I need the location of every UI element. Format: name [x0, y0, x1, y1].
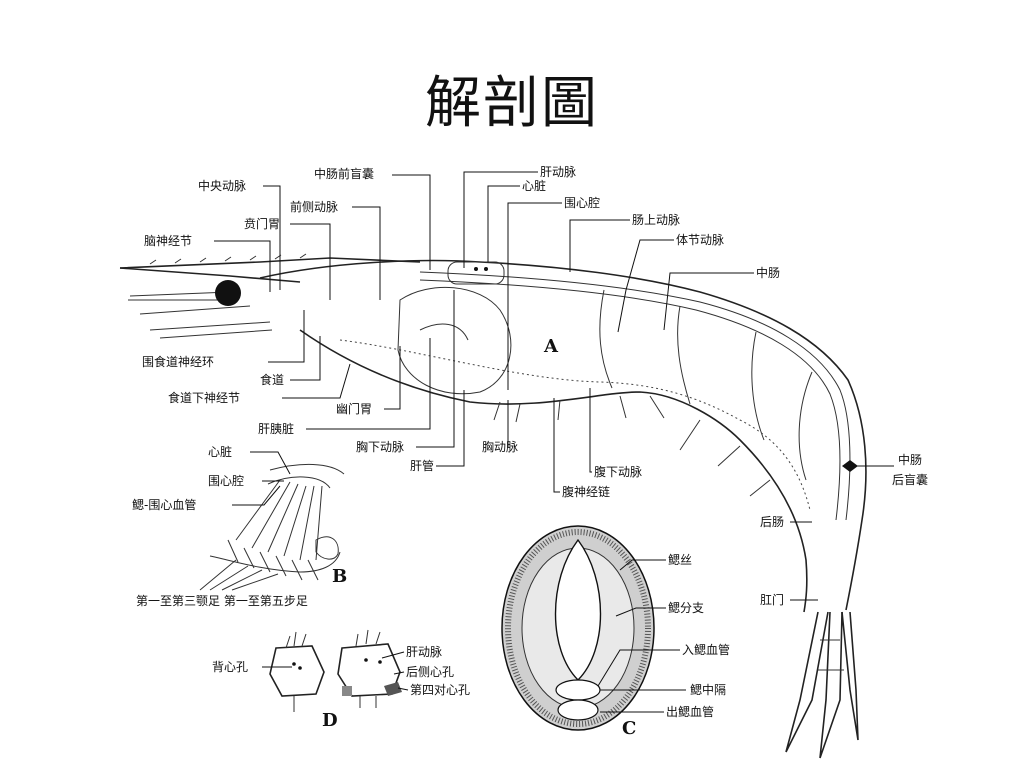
label-posterior-midgut-caecum-1: 中肠 [898, 452, 922, 467]
label-midgut: 中肠 [756, 265, 780, 280]
label-d-hepatic-artery: 肝动脉 [406, 644, 442, 659]
label-hepatic-artery: 肝动脉 [540, 164, 576, 179]
label-heart: 心脏 [522, 178, 546, 193]
eye-icon [215, 280, 241, 306]
label-ventral-nerve-cord: 腹神经链 [562, 484, 610, 499]
label-posterior-midgut-caecum-2: 后盲囊 [892, 472, 928, 487]
label-esophagus: 食道 [260, 372, 284, 387]
label-pericardial-cavity: 围心腔 [564, 195, 600, 210]
label-thoracic-artery: 胸动脉 [482, 439, 518, 454]
panel-label-d: D [322, 710, 338, 731]
label-b-pericardial-cavity: 围心腔 [208, 473, 244, 488]
label-cerebral-ganglion: 脑神经节 [144, 234, 192, 248]
label-supraintestinal-artery: 肠上动脉 [632, 212, 680, 227]
leader-d-fourth-pair [397, 687, 409, 691]
leader-c-filaments [619, 559, 666, 571]
label-sternal-artery: 胸下动脉 [356, 439, 404, 454]
label-c-gill-filaments: 鳃丝 [668, 553, 692, 567]
leader-c-afferent [597, 649, 680, 687]
label-hepatic-duct: 肝管 [410, 458, 434, 473]
page-title: 解剖圖 [425, 71, 599, 136]
label-cardiac-stomach: 贲门胃 [244, 216, 280, 231]
label-c-gill-septum: 鳃中隔 [690, 682, 726, 697]
label-b-appendages: 第一至第三颚足 第一至第五步足 [136, 594, 308, 608]
label-circumesophageal-ring: 围食道神经环 [142, 354, 214, 369]
label-b-gill-pericardial-vessel: 鳃-围心血管 [132, 497, 196, 512]
label-d-dorsal-ostia: 背心孔 [212, 660, 248, 674]
label-anterior-lateral-artery: 前侧动脉 [290, 199, 338, 214]
panel-label-b: B [332, 566, 347, 587]
label-hindgut: 后肠 [760, 515, 784, 529]
label-anus: 肛门 [760, 592, 784, 607]
panel-label-a: A [543, 336, 559, 357]
panel-d-hearts [269, 629, 402, 712]
leader-lines-a [214, 171, 894, 601]
label-central-artery: 中央动脉 [198, 178, 246, 193]
leader-d-posterior-lateral [393, 671, 405, 675]
leader-b-heart [250, 451, 291, 475]
label-c-efferent-vessel: 出鳃血管 [666, 704, 714, 719]
leader-d-hepatic [381, 651, 405, 659]
label-d-fourth-pair-ostia: 第四对心孔 [410, 683, 470, 697]
leader-b-gill-vessel [232, 485, 281, 506]
shrimp-body-outline [119, 253, 867, 759]
label-anterior-midgut-caecum: 中肠前盲囊 [314, 166, 374, 181]
panel-b-drawing [199, 463, 345, 591]
label-segmental-artery: 体节动脉 [676, 232, 724, 247]
panel-label-c: C [622, 718, 636, 739]
label-c-afferent-vessel: 入鳃血管 [682, 642, 730, 657]
leader-c-branch [615, 607, 666, 617]
label-subesophageal-ganglion: 食道下神经节 [168, 390, 240, 405]
label-pyloric-stomach: 幽门胃 [336, 401, 372, 416]
panel-c-gill [501, 525, 655, 731]
label-hepatopancreas: 肝胰脏 [258, 421, 294, 436]
label-b-heart: 心脏 [208, 444, 232, 459]
label-c-gill-branch: 鳃分支 [668, 601, 704, 615]
label-d-posterior-lateral-ostia: 后侧心孔 [406, 665, 454, 679]
label-subabdominal-artery: 腹下动脉 [594, 464, 642, 479]
